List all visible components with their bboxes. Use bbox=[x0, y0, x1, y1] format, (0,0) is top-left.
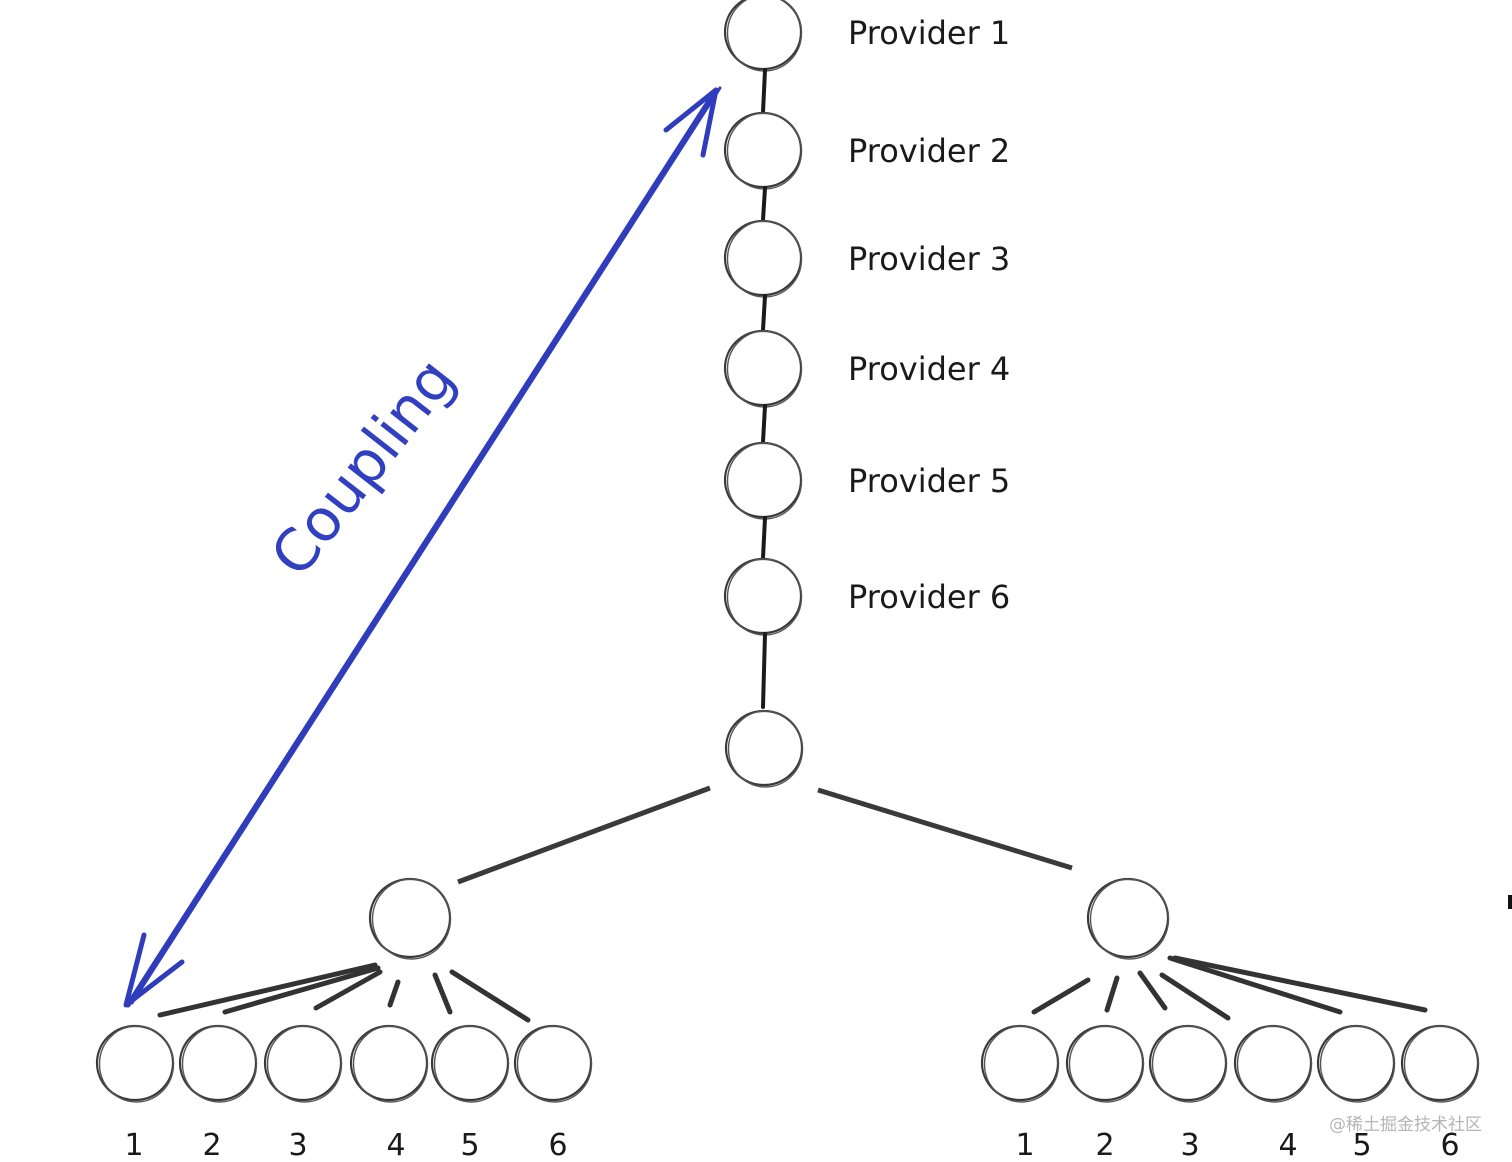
left-leaf-edge-3 bbox=[313, 969, 383, 1011]
junction-node bbox=[724, 709, 804, 788]
cursor-icon bbox=[1508, 895, 1512, 909]
right-leaf-label-5: 5 bbox=[1352, 1128, 1371, 1162]
right-leaf-node-3 bbox=[1148, 1024, 1228, 1103]
left-leaf-edge-5 bbox=[432, 972, 453, 1015]
right-leaf-edge-6 bbox=[1172, 955, 1428, 1013]
chain-edge-5 bbox=[761, 516, 767, 560]
coupling-arrow bbox=[123, 86, 722, 1008]
left-leaf-node-5 bbox=[430, 1024, 510, 1103]
left-leaf-edge-1 bbox=[157, 962, 378, 1018]
right-leaf-edge-2 bbox=[1104, 975, 1120, 1013]
watermark: @稀土掘金技术社区 bbox=[1329, 1115, 1482, 1135]
provider-node-2 bbox=[723, 111, 803, 190]
provider-label-3: Provider 3 bbox=[848, 240, 1010, 278]
right-leaf-label-4: 4 bbox=[1278, 1128, 1297, 1162]
provider-node-5 bbox=[723, 441, 803, 520]
right-leaf-node-5 bbox=[1316, 1024, 1396, 1103]
left-leaf-node-3 bbox=[263, 1024, 343, 1103]
chain-edge-3 bbox=[761, 294, 767, 332]
right-leaf-node-4 bbox=[1233, 1024, 1313, 1103]
right-leaf-label-2: 2 bbox=[1095, 1128, 1114, 1162]
left-leaf-edge-2 bbox=[222, 965, 381, 1015]
right-leaf-edge-5 bbox=[1167, 955, 1343, 1015]
left-leaf-label-1: 1 bbox=[124, 1128, 143, 1162]
provider-label-2: Provider 2 bbox=[848, 132, 1010, 170]
provider-node-4 bbox=[723, 329, 803, 408]
right-leaf-node-1 bbox=[980, 1024, 1060, 1103]
coupling-label: Coupling bbox=[257, 346, 468, 589]
provider-node-6 bbox=[723, 557, 803, 636]
provider-node-1 bbox=[723, 0, 803, 72]
subtree-left: 1 2 3 4 5 6 bbox=[95, 877, 593, 1162]
left-leaf-node-4 bbox=[349, 1024, 429, 1103]
left-leaf-node-2 bbox=[178, 1024, 258, 1103]
provider-chain: Provider 1 Provider 2 Provider 3 Provider 4… bbox=[723, 0, 1010, 788]
left-leaf-node-1 bbox=[95, 1024, 175, 1103]
left-leaf-label-5: 5 bbox=[460, 1128, 479, 1162]
left-leaf-label-2: 2 bbox=[202, 1128, 221, 1162]
branch-right bbox=[817, 787, 1073, 871]
provider-label-4: Provider 4 bbox=[848, 350, 1010, 388]
right-leaf-label-3: 3 bbox=[1180, 1128, 1199, 1162]
provider-label-6: Provider 6 bbox=[848, 578, 1010, 616]
left-leaf-label-3: 3 bbox=[288, 1128, 307, 1162]
left-leaf-node-6 bbox=[513, 1024, 593, 1103]
chain-edge-4 bbox=[761, 404, 767, 444]
chain-edge-1 bbox=[761, 68, 767, 114]
provider-node-3 bbox=[723, 219, 803, 298]
left-leaf-label-6: 6 bbox=[548, 1128, 567, 1162]
arrowhead-bottom bbox=[123, 932, 185, 1008]
left-parent-node bbox=[368, 877, 452, 960]
right-leaf-edge-4 bbox=[1159, 972, 1231, 1021]
left-leaf-edge-6 bbox=[449, 969, 531, 1023]
subtree-right: 1 2 3 4 5 6 bbox=[980, 877, 1480, 1162]
right-parent-node bbox=[1086, 877, 1170, 960]
left-leaf-edge-4 bbox=[387, 979, 401, 1008]
chain-edge-2 bbox=[761, 186, 767, 222]
right-leaf-edge-3 bbox=[1137, 970, 1168, 1011]
arrowhead-top bbox=[663, 87, 719, 158]
provider-label-1: Provider 1 bbox=[848, 14, 1010, 52]
chain-edge-6 bbox=[761, 632, 767, 709]
right-leaf-node-2 bbox=[1065, 1024, 1145, 1103]
right-leaf-node-6 bbox=[1400, 1024, 1480, 1103]
right-leaf-label-1: 1 bbox=[1015, 1128, 1034, 1162]
provider-label-5: Provider 5 bbox=[848, 462, 1010, 500]
right-leaf-edge-1 bbox=[1031, 977, 1091, 1015]
right-leaf-label-6: 6 bbox=[1440, 1128, 1459, 1162]
left-leaf-label-4: 4 bbox=[386, 1128, 405, 1162]
branch-left bbox=[457, 785, 711, 885]
